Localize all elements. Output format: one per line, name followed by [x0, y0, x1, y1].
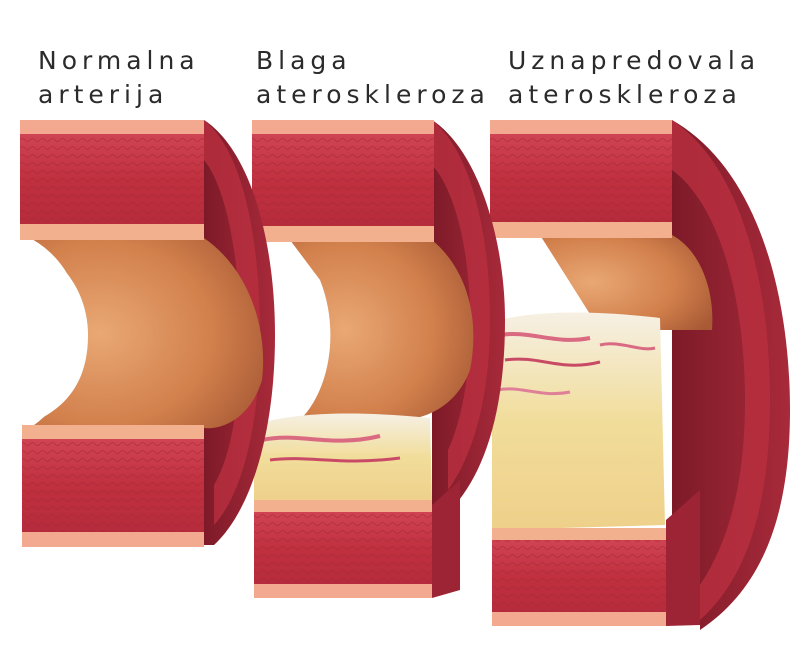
segment-mild — [252, 120, 505, 598]
advanced-plaque — [492, 313, 665, 531]
segment-normal — [18, 120, 275, 547]
segment-advanced — [490, 120, 790, 630]
